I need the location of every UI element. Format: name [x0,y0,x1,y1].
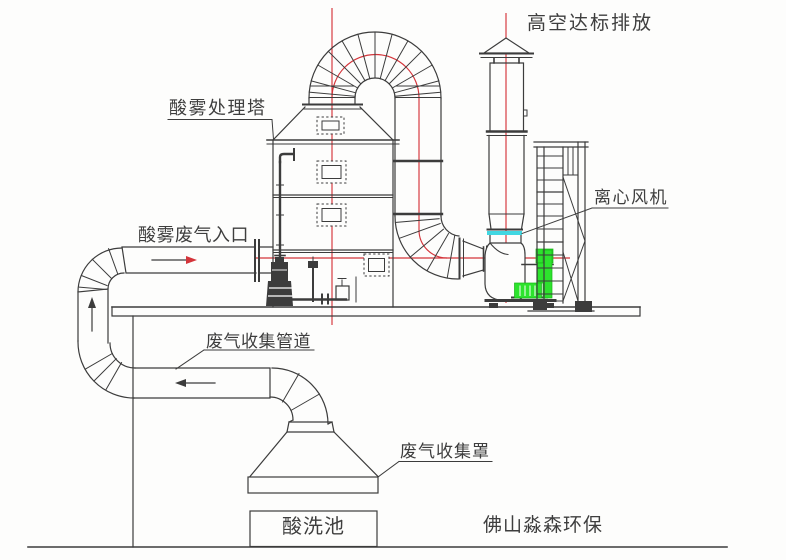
leader-lines [167,118,669,478]
waste-gas-inlet-duct [121,239,274,282]
fan-inlet-cone [462,240,485,277]
tower-roof [272,106,394,141]
tower-window-2 [316,203,347,227]
u-bend-duct [308,31,460,280]
acid-wash-pool [249,510,378,548]
pipe-label-leader [175,349,315,370]
duct-centerline-arc [331,54,448,259]
flex-connector-strip [487,231,522,235]
label-emission-outlet: 高空达标排放 [527,13,654,34]
pump-body [266,281,293,306]
downcomer-duct [394,97,442,217]
pump-motor [271,262,288,281]
circulation-pump [266,256,357,306]
label-collection-hood: 废气收集罩 [400,442,490,461]
valve-box [335,285,350,301]
flow-arrows [88,256,216,387]
label-collection-pipe: 废气收集管道 [206,332,311,351]
left-riser-duct [77,247,136,399]
tower-label-leader [167,118,275,141]
spray-pipe [274,148,295,258]
exhaust-stack [479,37,534,230]
bend-inner-arc [354,77,396,99]
flex-connector [486,228,523,235]
tower-window-3 [363,253,390,277]
hood-label-leader [377,460,493,478]
tower-window-top [316,116,345,135]
label-centrifugal-fan: 离心风机 [594,188,668,207]
tower-window-1 [316,160,347,184]
stack-lower [488,134,525,215]
collection-hood [247,421,379,494]
frame-braces [562,176,586,302]
stack-upper [489,62,525,132]
collection-duct [133,367,333,425]
label-waste-gas-inlet: 酸雾废气入口 [138,225,249,245]
label-acid-wash-pool: 酸洗池 [282,516,345,538]
rain-cap [482,37,532,54]
label-treatment-tower: 酸雾处理塔 [169,98,267,118]
fan-label-leader [521,207,669,235]
label-company-watermark: 佛山淼森环保 [483,515,604,536]
treatment-tower [266,103,400,308]
